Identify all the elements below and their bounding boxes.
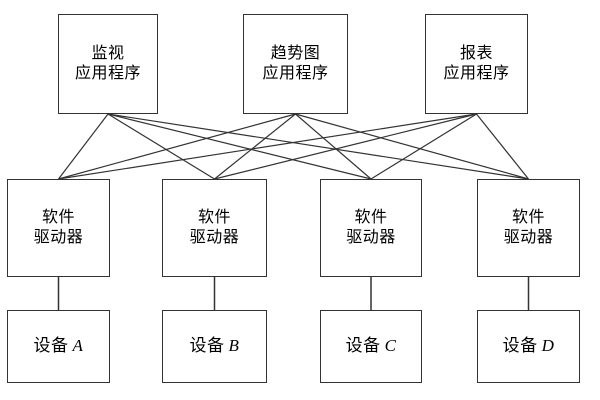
node-driver-d[interactable]: 软件驱动器 xyxy=(477,179,580,277)
edge-app-monitor-to-driver-a xyxy=(58,113,109,180)
node-label-secondary: 应用程序 xyxy=(262,65,329,82)
node-label-primary: 软件 xyxy=(41,209,75,227)
node-label-primary: 软件 xyxy=(197,209,231,227)
edge-app-monitor-to-driver-d xyxy=(107,113,529,180)
node-app-trend[interactable]: 趋势图应用程序 xyxy=(243,14,348,114)
node-app-monitor[interactable]: 监视应用程序 xyxy=(58,14,158,114)
node-label-secondary: 驱动器 xyxy=(33,229,84,246)
node-label-tag: B xyxy=(228,336,240,356)
node-label-secondary: 驱动器 xyxy=(346,229,396,246)
node-label-primary: 趋势图 xyxy=(270,45,321,63)
edge-app-report-to-driver-d xyxy=(476,113,529,180)
node-label-tag: A xyxy=(72,336,84,356)
edge-app-trend-to-driver-d xyxy=(295,113,529,180)
node-label-tag: D xyxy=(541,336,555,356)
edge-app-report-to-driver-b xyxy=(214,113,477,180)
node-driver-c[interactable]: 软件驱动器 xyxy=(320,179,422,277)
node-label-secondary: 应用程序 xyxy=(443,65,510,82)
node-app-report[interactable]: 报表应用程序 xyxy=(425,14,528,114)
node-driver-b[interactable]: 软件驱动器 xyxy=(162,179,267,277)
edge-app-trend-to-driver-c xyxy=(295,113,372,180)
edge-app-monitor-to-driver-c xyxy=(107,113,372,180)
edge-app-trend-to-driver-a xyxy=(58,113,296,180)
node-label-secondary: 驱动器 xyxy=(503,229,554,246)
edge-app-report-to-driver-a xyxy=(58,113,477,180)
node-label-secondary: 应用程序 xyxy=(74,65,141,82)
node-label-primary: 软件 xyxy=(511,209,545,227)
node-label-tag: C xyxy=(384,336,397,356)
edge-app-trend-to-driver-b xyxy=(214,113,296,180)
node-label-primary: 监视 xyxy=(91,45,125,63)
node-label-primary: 软件 xyxy=(354,209,388,227)
edge-app-monitor-to-driver-b xyxy=(107,113,215,180)
node-label-secondary: 驱动器 xyxy=(189,229,240,246)
node-label-primary: 报表 xyxy=(459,45,493,63)
node-driver-a[interactable]: 软件驱动器 xyxy=(7,179,110,277)
edge-app-report-to-driver-c xyxy=(370,113,477,180)
